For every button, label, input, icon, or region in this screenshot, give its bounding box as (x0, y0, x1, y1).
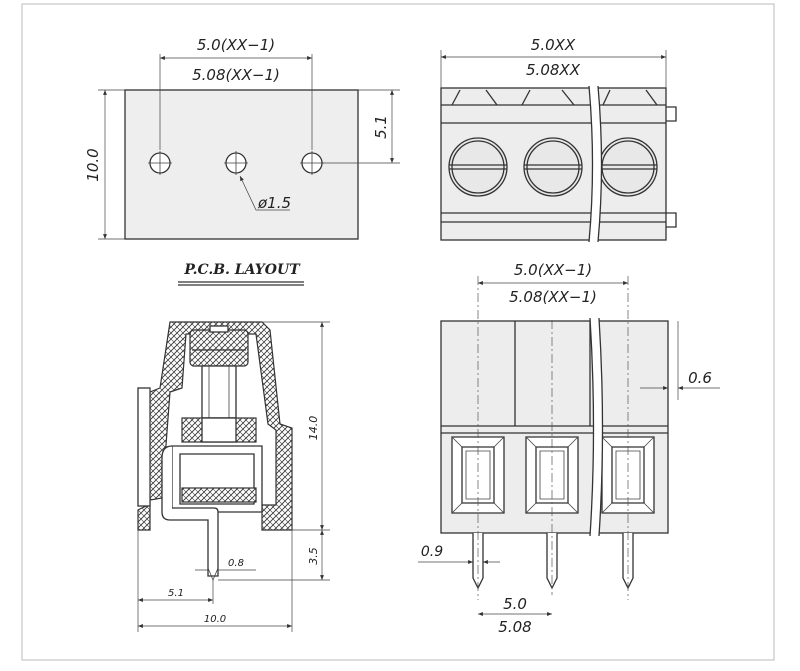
front-pitch-alt-label: 5.08(XX−1) (509, 288, 597, 306)
side-pin-offset-label: 5.1 (168, 588, 184, 599)
front-gap-label: 0.6 (688, 369, 712, 387)
front-pitch-label: 5.0(XX−1) (514, 261, 592, 279)
top-width-label: 5.0XX (531, 36, 576, 54)
front-pin-pitch-label: 5.0 (503, 595, 527, 613)
pcb-pitch-alt-label: 5.08(XX−1) (192, 66, 280, 84)
pcb-layout-view: 5.0(XX−1) 5.08(XX−1) 10.0 5.1 ø1.5 P.C.B… (84, 36, 400, 286)
side-pin-length-label: 3.5 (307, 547, 320, 565)
pcb-pitch-label: 5.0(XX−1) (197, 36, 275, 54)
sheet-frame (21, 3, 775, 661)
side-pin-width-label: 0.8 (228, 558, 244, 569)
screw-1 (448, 137, 508, 197)
front-pin-width-label: 0.9 (421, 544, 443, 560)
pcb-hole-label: ø1.5 (257, 194, 291, 212)
screw-3 (598, 137, 658, 197)
side-depth-label: 10.0 (204, 614, 226, 625)
screw-shaft (201, 365, 237, 419)
side-height-label: 14.0 (307, 416, 320, 441)
front-view: 5.0(XX−1) 5.08(XX−1) 0.6 0.9 5.0 5.08 (418, 261, 720, 636)
clamp-lower (181, 487, 257, 503)
pcb-height-label: 10.0 (84, 148, 102, 181)
screw-2 (523, 137, 583, 197)
pcb-offset-label: 5.1 (372, 115, 390, 139)
top-view: 5.0XX 5.08XX (440, 36, 677, 243)
front-pin-pitch-alt-label: 5.08 (498, 618, 531, 636)
top-width-alt-label: 5.08XX (526, 61, 581, 79)
screw-head (189, 329, 249, 367)
side-view: 14.0 3.5 0.8 5.1 10.0 (137, 321, 330, 632)
pcb-layout-title: P.C.B. LAYOUT (183, 262, 301, 278)
side-pin (161, 445, 219, 577)
